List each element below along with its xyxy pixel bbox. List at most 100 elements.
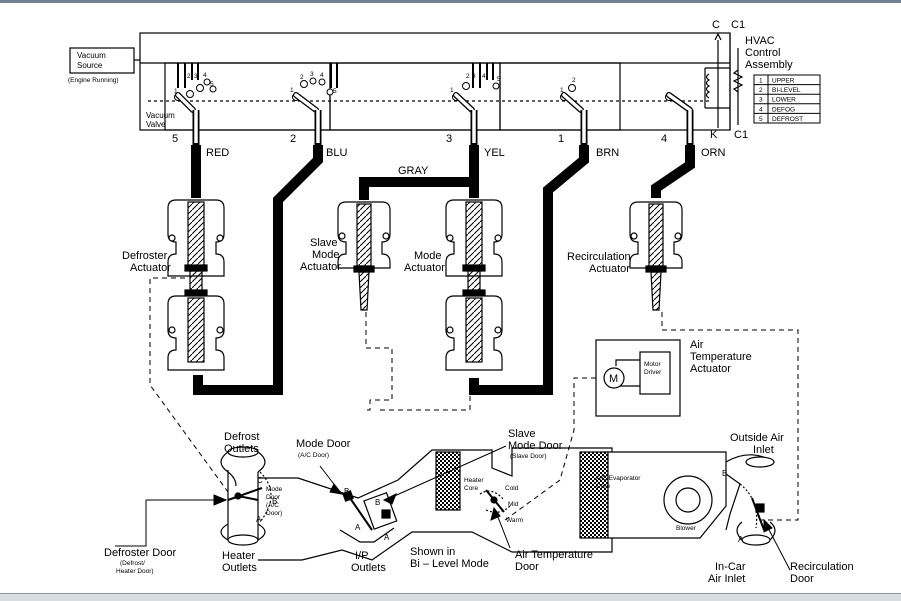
wire-label-blu: BLU xyxy=(326,147,347,159)
letter-a-mode: A xyxy=(355,523,361,532)
outside-air-label-1: Outside Air xyxy=(730,432,784,444)
motor-driver-label-2: Driver xyxy=(644,369,662,376)
wire-label-red: RED xyxy=(206,147,229,159)
heater-outlets-label-2: Outlets xyxy=(222,562,257,574)
port-number-4: 4 xyxy=(661,133,667,145)
letter-a-recirc: A xyxy=(738,535,744,544)
valve-lever-highlights xyxy=(176,93,692,112)
defroster-actuator-label-2: Actuator xyxy=(130,262,171,274)
slave-door-label-2: Mode Door xyxy=(508,440,563,452)
bottom-scroll-strip xyxy=(0,593,901,601)
hose-brn xyxy=(469,145,589,395)
defroster-actuator xyxy=(167,199,225,371)
ip-outlets-label-2: Outlets xyxy=(351,562,386,574)
defrost-outlets-label-1: Defrost xyxy=(224,431,259,443)
vacuum-valve-label-1: Vacuum xyxy=(146,111,175,120)
valve-g3-digit: 2 xyxy=(466,73,470,80)
air-temp-actuator-label-1: Air xyxy=(690,339,704,351)
defroster-door-label-2: (Defrost/ xyxy=(120,560,145,567)
valve-g2-digit: 2 xyxy=(300,74,304,81)
valve-group-3: 1 2 3 4 5 xyxy=(450,63,501,101)
letter-c-defrost: C xyxy=(257,476,263,485)
air-temp-door-label-2: Door xyxy=(515,561,539,573)
valve-levers xyxy=(175,92,693,113)
hose-orn xyxy=(651,145,695,198)
vacuum-source-line1: Vacuum xyxy=(77,51,106,60)
valve-g4-digit: 1 xyxy=(560,87,564,94)
valve-g1-digit: 1 xyxy=(174,88,178,95)
wire-label-yel: YEL xyxy=(484,147,505,159)
mode-door-label-1: Mode Door xyxy=(296,438,351,450)
vacuum-source-note: (Engine Running) xyxy=(68,77,119,84)
port-number-1: 1 xyxy=(558,133,564,145)
mode-door-inner-4: Door) xyxy=(266,510,282,517)
recirc-actuator-label-2: Actuator xyxy=(589,263,630,275)
mid-label: Mid xyxy=(508,501,519,508)
incar-air-label-1: In-Car xyxy=(715,561,746,573)
connector-k: K xyxy=(710,129,718,141)
letter-a-defrost: A xyxy=(256,515,262,524)
legend-row-number: 3 xyxy=(759,97,763,104)
mode-door-inner-2: Door xyxy=(266,494,281,501)
legend-row-name: UPPER xyxy=(772,78,795,85)
connector-c1-bottom: C1 xyxy=(734,129,748,141)
letter-b-slave: B xyxy=(375,498,380,507)
letter-b-recirc: B xyxy=(722,469,727,478)
air-temp-actuator-label-3: Actuator xyxy=(690,363,731,375)
vacuum-source-line2: Source xyxy=(77,61,103,70)
valve-g3-digit: 3 xyxy=(472,73,476,80)
shown-in-label-1: Shown in xyxy=(410,546,455,558)
valve-g3-digit: 4 xyxy=(482,73,486,80)
legend-row-number: 2 xyxy=(759,87,763,94)
air-temp-door-label-1: Air Temperature xyxy=(515,549,593,561)
valve-g2-digit: 5 xyxy=(333,88,337,95)
valve-g2-digit: 4 xyxy=(320,72,324,79)
letter-a-slave: A xyxy=(384,533,390,542)
recirc-actuator-label-1: Recirculation xyxy=(567,251,631,263)
legend-row-number: 4 xyxy=(759,106,763,113)
legend-row-number: 5 xyxy=(759,116,763,123)
legend-row-name: DEFROST xyxy=(772,116,803,123)
slave-actuator-label-2: Mode xyxy=(312,249,340,261)
blower-label: Blower xyxy=(676,525,697,532)
wire-label-orn: ORN xyxy=(701,147,726,159)
defroster-actuator-label-1: Defroster xyxy=(122,250,168,262)
legend-row-name: BI-LEVEL xyxy=(772,87,801,94)
valve-g3-digit: 1 xyxy=(450,87,454,94)
vacuum-valve-housing xyxy=(139,32,731,131)
linkage-lines xyxy=(149,277,799,521)
defroster-door-label-3: Heater Door) xyxy=(116,568,154,575)
duct-assembly xyxy=(220,446,776,561)
recirc-door-label-1: Recirculation xyxy=(790,561,854,573)
letter-b-defrost: B xyxy=(272,497,277,506)
valve-g1-digit: 4 xyxy=(203,72,207,79)
warm-label: Warm xyxy=(506,517,523,524)
port-stubs xyxy=(192,110,694,145)
mode-actuator-label-1: Mode xyxy=(414,250,442,262)
port-number-5: 5 xyxy=(172,133,178,145)
legend-row-name: DEFOG xyxy=(772,106,795,113)
wire-label-gray: GRAY xyxy=(398,165,429,177)
heater-outlets-label-1: Heater xyxy=(222,550,255,562)
air-temperature-actuator xyxy=(595,339,681,417)
defroster-door-label-1: Defroster Door xyxy=(104,547,176,559)
mode-door-label-2: (A/C Door) xyxy=(298,452,329,459)
vacuum-source: Vacuum Source (Engine Running) xyxy=(68,47,140,84)
slave-actuator-label-3: Actuator xyxy=(300,261,341,273)
shown-in-label-2: Bi – Level Mode xyxy=(410,558,489,570)
hvac-title-2: Control xyxy=(745,47,780,59)
connector-c: C xyxy=(712,19,720,31)
evap-core-label-1: A/C Evaporator xyxy=(596,475,641,482)
slave-door-label-3: (Slave Door) xyxy=(510,453,546,460)
slave-mode-actuator xyxy=(337,201,391,311)
hvac-control-circuit xyxy=(704,32,744,130)
valve-g1-digit: 5 xyxy=(210,81,214,88)
cold-label: Cold xyxy=(505,485,519,492)
wire-label-brn: BRN xyxy=(596,147,619,159)
recirc-door-label-2: Door xyxy=(790,573,814,585)
port-number-3: 3 xyxy=(446,133,452,145)
heater-core-label-1: Heater xyxy=(464,477,484,484)
